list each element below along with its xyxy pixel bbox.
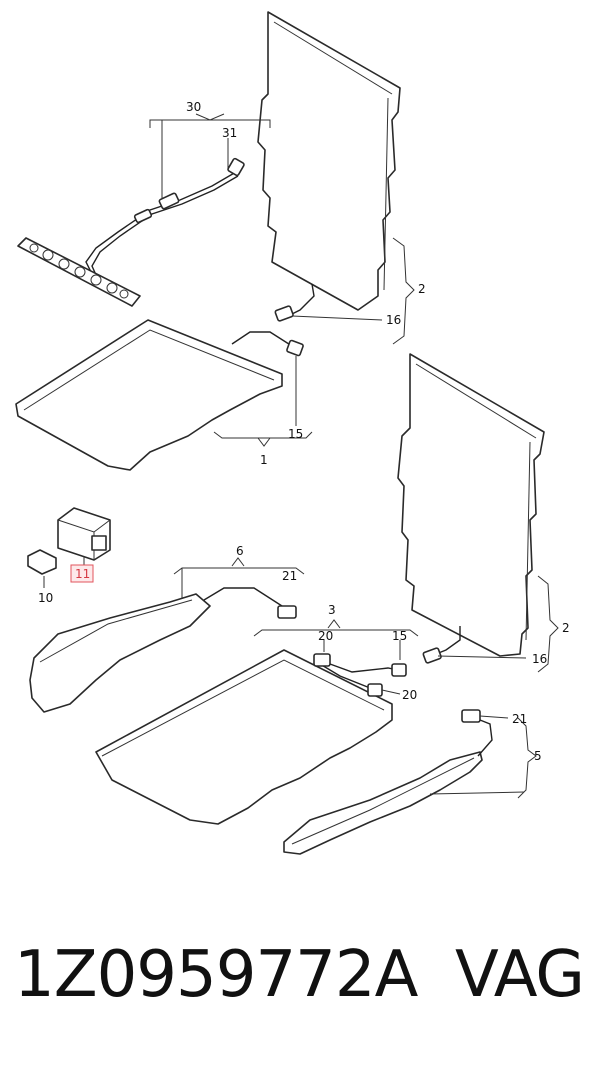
callout-1: 1 [260, 453, 268, 467]
callout-31: 31 [222, 126, 237, 140]
seat-heating-mat-3 [95, 619, 419, 825]
clip-10 [27, 549, 57, 588]
control-module-11 [57, 507, 111, 566]
callout-16-upper: 16 [386, 313, 401, 327]
side-bolster-5 [283, 709, 537, 855]
backrest-heating-mat-upper [257, 11, 401, 315]
callout-30: 30 [186, 100, 201, 114]
callout-15-upper: 15 [288, 427, 303, 441]
part-number-label: 1Z0959772A [14, 938, 418, 1012]
harness-30 [85, 113, 271, 289]
sensor-strip [17, 237, 141, 307]
callout-6: 6 [236, 544, 244, 558]
callout-21-right: 21 [512, 712, 527, 726]
brand-label: VAG [455, 938, 585, 1012]
seat-heating-mat-1 [15, 319, 313, 471]
callout-3: 3 [328, 603, 336, 617]
callout-2-upper: 2 [418, 282, 426, 296]
connector-16-upper [274, 305, 383, 322]
backrest-heating-mat-lower [397, 353, 545, 664]
highlight-box-11 [70, 564, 94, 583]
exploded-parts-diagram: 30 31 2 16 15 1 6 21 11 10 3 20 15 20 2 … [15, 11, 570, 855]
callout-16-lower: 16 [532, 652, 547, 666]
side-bolster-6 [29, 557, 305, 713]
callout-5: 5 [534, 749, 542, 763]
callout-20-top: 20 [318, 629, 333, 643]
callout-2-lower: 2 [562, 621, 570, 635]
callout-10: 10 [38, 591, 53, 605]
callout-15-lower: 15 [392, 629, 407, 643]
callout-20-bottom: 20 [402, 688, 417, 702]
callout-21-left: 21 [282, 569, 297, 583]
callout-11: 11 [75, 567, 90, 581]
